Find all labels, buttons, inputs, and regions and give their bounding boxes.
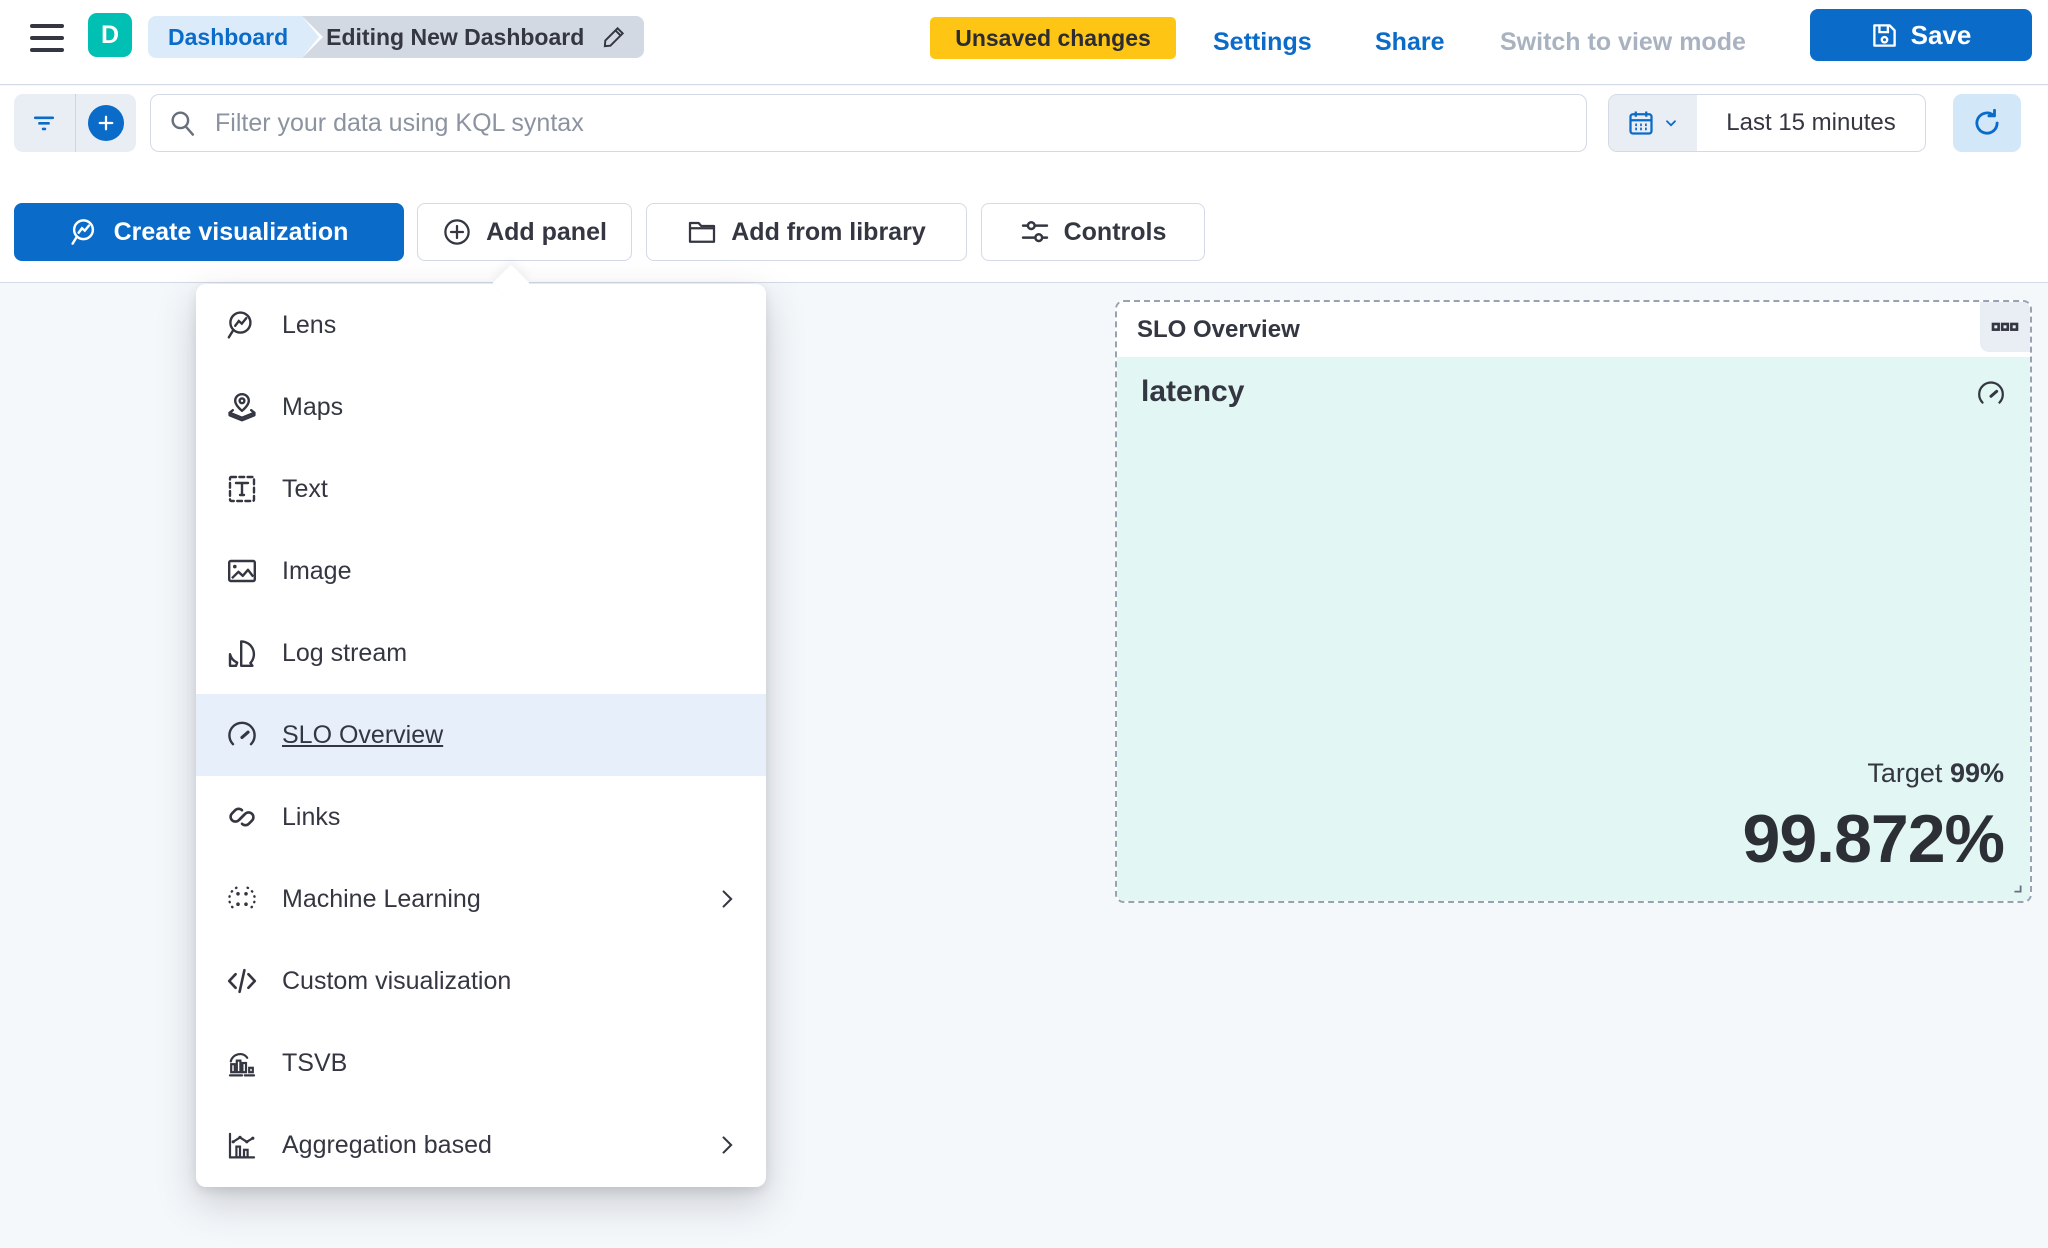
filter-funnel-icon (34, 116, 55, 131)
text-icon (226, 473, 258, 505)
boxed-dots-icon (1991, 322, 2019, 331)
panel-resize-handle[interactable] (2006, 877, 2024, 895)
slo-target: Target 99% (1867, 758, 2004, 788)
chevron-down-icon (1666, 120, 1676, 127)
slo-name: latency (1141, 375, 1245, 408)
space-avatar[interactable]: D (88, 13, 132, 57)
breadcrumb-dashboard[interactable]: Dashboard (148, 16, 324, 58)
add-from-library-button[interactable]: Add from library (646, 203, 967, 261)
code-icon (226, 965, 258, 997)
filter-funnel-button[interactable] (14, 94, 76, 152)
add-filter-button[interactable] (76, 94, 137, 152)
menu-item-maps[interactable]: Maps (196, 366, 766, 448)
menu-item-text[interactable]: Text (196, 448, 766, 530)
edit-pencil-icon[interactable] (602, 25, 626, 49)
refresh-icon (1975, 108, 1999, 135)
create-visualization-button[interactable]: Create visualization (14, 203, 404, 261)
panel-options-button[interactable] (1980, 302, 2030, 352)
gauge-icon (1976, 379, 2006, 409)
panel-header: SLO Overview (1117, 302, 2030, 357)
plus-circle-icon (87, 105, 124, 141)
share-link[interactable]: Share (1375, 28, 1445, 56)
add-panel-menu: Lens Maps Text (196, 284, 766, 1187)
kql-query-input[interactable] (213, 107, 1568, 139)
panel-title: SLO Overview (1137, 315, 1300, 343)
menu-item-aggregation-based[interactable]: Aggregation based (196, 1104, 766, 1186)
kql-search-bar (150, 94, 1587, 152)
plus-in-circle-icon (444, 219, 470, 245)
settings-link[interactable]: Settings (1213, 28, 1312, 56)
maps-icon (226, 391, 258, 423)
menu-item-custom-visualization[interactable]: Custom visualization (196, 940, 766, 1022)
menu-item-log-stream[interactable]: Log stream (196, 612, 766, 694)
folder-icon (689, 221, 716, 243)
lens-icon (226, 309, 258, 341)
gauge-icon (226, 719, 258, 751)
machine-learning-icon (226, 883, 258, 915)
menu-item-tsvb[interactable]: TSVB (196, 1022, 766, 1104)
time-range-picker: Last 15 minutes (1608, 94, 1926, 152)
menu-item-machine-learning[interactable]: Machine Learning (196, 858, 766, 940)
search-icon (171, 111, 195, 136)
aggregation-chart-icon (226, 1129, 258, 1161)
chevron-right-icon (716, 888, 738, 910)
breadcrumb: Dashboard Editing New Dashboard (148, 16, 645, 58)
log-stream-icon (226, 637, 258, 669)
lens-icon (71, 219, 94, 245)
save-button[interactable]: Save (1810, 9, 2032, 61)
menu-item-lens[interactable]: Lens (196, 284, 766, 366)
time-range-value[interactable]: Last 15 minutes (1726, 109, 1896, 136)
slo-target-value: 99% (1949, 758, 2004, 788)
switch-to-view-mode-link[interactable]: Switch to view mode (1500, 28, 1746, 56)
link-icon (226, 801, 258, 833)
toolbar-section: Last 15 minutes Create visualization Add… (0, 86, 2048, 283)
breadcrumb-current-page[interactable]: Editing New Dashboard (286, 16, 645, 58)
controls-button[interactable]: Controls (981, 203, 1205, 261)
calendar-icon (1629, 111, 1653, 135)
filter-button-group (14, 94, 136, 152)
add-panel-button[interactable]: Add panel (417, 203, 632, 261)
refresh-button[interactable] (1953, 94, 2021, 152)
tsvb-icon (226, 1047, 258, 1079)
menu-item-slo-overview[interactable]: SLO Overview (196, 694, 766, 776)
unsaved-changes-badge: Unsaved changes (930, 17, 1176, 59)
save-floppy-icon (1871, 22, 1898, 49)
chevron-right-icon (716, 1134, 738, 1156)
image-icon (226, 555, 258, 587)
slo-metric-body: latency Target 99% 99.872% (1117, 357, 2030, 901)
top-bar: D Dashboard Editing New Dashboard Unsave… (0, 0, 2048, 85)
menu-item-image[interactable]: Image (196, 530, 766, 612)
calendar-dropdown-button[interactable] (1609, 95, 1697, 151)
sliders-icon (1021, 221, 1048, 243)
slo-value: 99.872% (1742, 801, 2005, 877)
menu-hamburger-icon[interactable] (30, 24, 64, 52)
menu-item-links[interactable]: Links (196, 776, 766, 858)
slo-overview-panel[interactable]: SLO Overview latency Target 99% 99.872% (1115, 300, 2032, 903)
